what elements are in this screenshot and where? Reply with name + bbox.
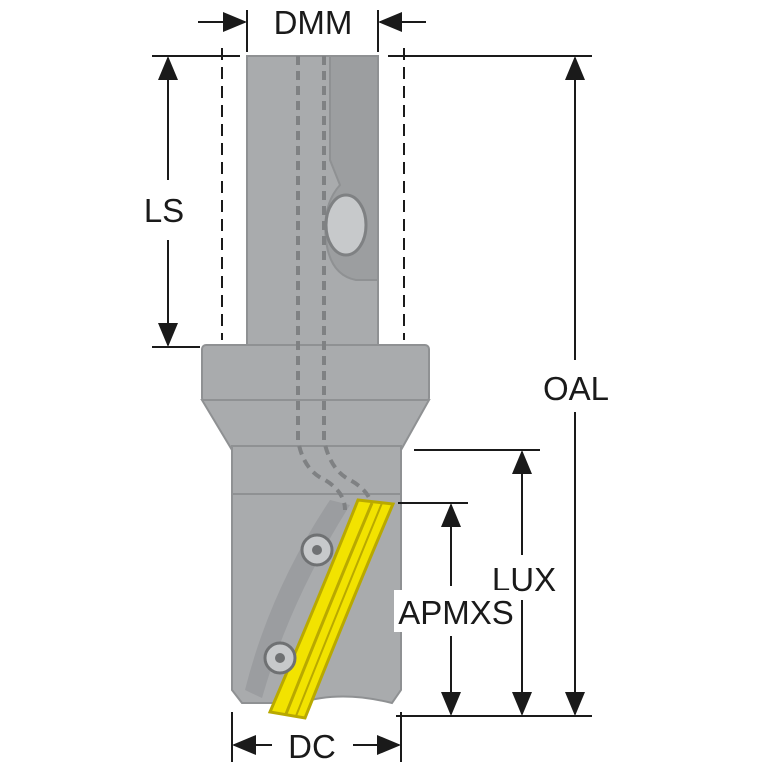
clamp-ball: [324, 193, 368, 257]
insert-edge-line: [284, 502, 374, 715]
coolant-channel: [296, 56, 347, 511]
insert: [267, 498, 396, 720]
dimension-lines: [152, 10, 592, 762]
screw-torx-icon: [275, 653, 285, 663]
insert-body: [267, 498, 396, 720]
dc-label: DC: [288, 728, 336, 765]
apmxs-label-bg: [394, 590, 518, 632]
ls-label: LS: [144, 192, 184, 229]
oal-label-bg: [540, 366, 614, 408]
dmm-label-bg: [258, 2, 370, 42]
coolant-channel-edge: [322, 56, 374, 511]
screw-torx-icon: [312, 545, 322, 555]
neck-taper: [200, 399, 431, 451]
insert-screw-lower: [263, 641, 297, 675]
insert-screw-upper: [300, 533, 334, 567]
apmxs-label: APMXS: [398, 594, 514, 631]
ls-label-bg: [130, 188, 200, 232]
oal-label: OAL: [543, 370, 609, 407]
collar: [201, 344, 430, 403]
neck: [231, 445, 402, 497]
dmm-label: DMM: [274, 4, 353, 41]
insert-edge-line-2: [295, 502, 383, 717]
